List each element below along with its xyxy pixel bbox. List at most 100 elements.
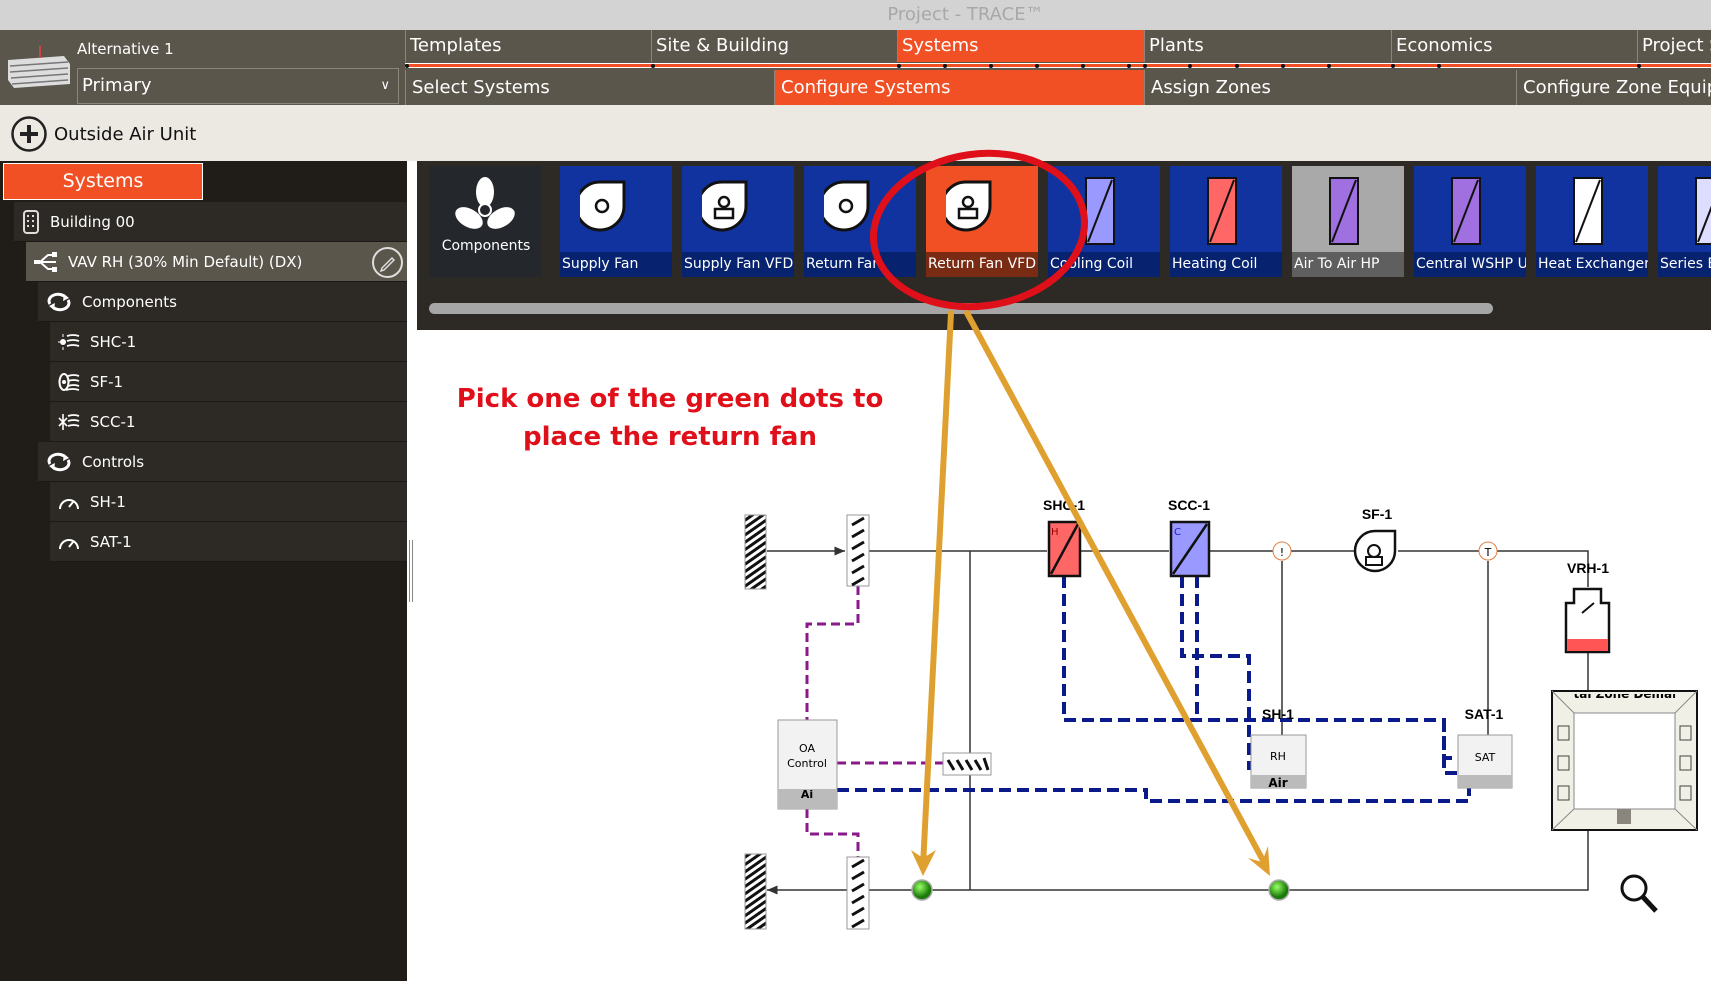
humidity-sensor[interactable] [1272, 541, 1292, 561]
tile-label: Central WSHP Unit [1414, 252, 1526, 277]
palette-tile-cooling-coil[interactable]: Cooling Coil [1048, 166, 1160, 277]
progress-step-dot [1188, 64, 1192, 68]
progress-step-dot [897, 64, 901, 68]
edit-system-button[interactable] [372, 247, 403, 278]
palette-tile-central-wshp-unit[interactable]: Central WSHP Unit [1414, 166, 1526, 277]
tree-item-sh-1[interactable]: SH-1 [50, 482, 407, 522]
sf-1-fan-icon[interactable] [1353, 529, 1397, 573]
sh-1-label: SH-1 [1262, 706, 1294, 722]
coil-c-mark: C [1174, 527, 1181, 538]
cooling-coil-icon [58, 413, 80, 430]
tab-project[interactable]: Project S [1637, 30, 1711, 62]
tree-item-controls[interactable]: Controls [38, 442, 407, 482]
cycle-icon [47, 292, 71, 311]
system-tree-icon [34, 251, 57, 272]
tree-item-building[interactable]: Building 00 [14, 202, 407, 242]
exhaust-damper[interactable] [846, 856, 870, 930]
splitter-handle[interactable] [409, 540, 413, 602]
tile-label: Return Fan [804, 252, 916, 277]
tree-item-label: VAV RH (30% Min Default) (DX) [68, 252, 303, 271]
coil-icon [1573, 177, 1603, 245]
tree-item-sf-1[interactable]: SF-1 [50, 362, 407, 402]
tile-label: Components [441, 238, 531, 254]
pencil-icon [379, 256, 396, 273]
sf-1-label: SF-1 [1362, 506, 1393, 522]
fan-vfd-icon [702, 180, 748, 232]
oa-control-label: Control [787, 757, 827, 770]
sh-1-controller[interactable]: RH Air [1250, 734, 1307, 790]
tab-templates[interactable]: Templates [405, 30, 651, 62]
tile-label: Supply Fan VFD [682, 252, 794, 277]
sat-label: SAT [1475, 751, 1496, 764]
instruction-line-1: Pick one of the green dots to [456, 384, 884, 414]
temperature-sensor[interactable] [1478, 541, 1498, 561]
tile-label: Air To Air HP [1292, 252, 1404, 277]
palette-scrollbar[interactable] [429, 303, 1493, 314]
placement-dot-2[interactable] [1268, 879, 1290, 901]
progress-step-dot [1391, 64, 1395, 68]
toolbar: Outside Air Unit [0, 105, 1711, 161]
tree-item-label: SH-1 [90, 492, 126, 511]
cycle-icon [47, 452, 71, 471]
palette-tile-heat-exchanger[interactable]: Heat Exchanger [1536, 166, 1648, 277]
tree-item-components[interactable]: Components [38, 282, 407, 322]
palette-tile-return-fan-vfd[interactable]: Return Fan VFD [926, 166, 1038, 277]
chevron-down-icon: ∨ [380, 78, 390, 93]
subtab-configure-zone-equipment[interactable]: Configure Zone Equipm [1516, 70, 1711, 105]
placement-dot-1[interactable] [911, 879, 933, 901]
tile-label: Series E [1658, 252, 1711, 277]
subtab-select-systems[interactable]: Select Systems [405, 70, 774, 105]
add-outside-air-unit-label: Outside Air Unit [54, 123, 197, 145]
progress-step-dot [1281, 64, 1285, 68]
fan-icon [58, 372, 80, 391]
progress-step-dot [1437, 64, 1441, 68]
sat-1-controller[interactable]: SAT [1457, 734, 1513, 789]
control-links [837, 576, 1471, 803]
building-icon [23, 209, 39, 234]
progress-step-dot [943, 64, 947, 68]
gauge-icon [59, 538, 79, 549]
progress-step-dot [651, 64, 655, 68]
tab-economics[interactable]: Economics [1391, 30, 1637, 62]
outside-air-louver [744, 514, 767, 590]
palette-tile-supply-fan-vfd[interactable]: Supply Fan VFD [682, 166, 794, 277]
oa-damper[interactable] [846, 514, 870, 587]
sidebar: Systems Building 00 VAV RH (30% Min Defa… [0, 161, 407, 981]
tab-site-building[interactable]: Site & Building [651, 30, 897, 62]
zoom-icon[interactable] [1620, 874, 1658, 913]
palette-tile-series-e[interactable]: Series E [1658, 166, 1711, 277]
tree-item-shc-1[interactable]: SHC-1 [50, 322, 407, 362]
vrh-1-terminal[interactable] [1564, 587, 1611, 654]
vrh-1-label: VRH-1 [1567, 560, 1609, 576]
tile-label: Cooling Coil [1048, 252, 1160, 277]
subtab-configure-systems[interactable]: Configure Systems [774, 70, 1144, 105]
systems-header-button[interactable]: Systems [3, 163, 203, 200]
progress-step-dot [1127, 64, 1131, 68]
instruction-line-2: place the return fan [523, 422, 817, 452]
palette-tile-heating-coil[interactable]: Heating Coil [1170, 166, 1282, 277]
oa-control-block[interactable]: OA Control Ai [777, 719, 838, 810]
tree-item-system[interactable]: VAV RH (30% Min Default) (DX) [26, 242, 407, 282]
tree-item-label: Components [82, 292, 177, 311]
palette-tile-air-to-air-hp[interactable]: Air To Air HP [1292, 166, 1404, 277]
tree-item-sat-1[interactable]: SAT-1 [50, 522, 407, 562]
heating-coil-icon [58, 333, 80, 350]
oa-control-type: Ai [801, 788, 813, 801]
add-outside-air-unit-button[interactable]: Outside Air Unit [10, 115, 196, 153]
system-diagram[interactable]: H SHC-1 C SCC-1 ! T SF-1 VRH-1 Total Zon… [417, 330, 1711, 981]
subtab-assign-zones[interactable]: Assign Zones [1144, 70, 1516, 105]
palette-tile-components[interactable]: Components [429, 166, 541, 277]
coil-icon [1329, 177, 1359, 245]
alternative-selector[interactable]: Primary ∨ [77, 68, 399, 104]
palette-tile-return-fan[interactable]: Return Fan [804, 166, 916, 277]
tree-item-scc-1[interactable]: SCC-1 [50, 402, 407, 442]
palette-tile-supply-fan[interactable]: Supply Fan [560, 166, 672, 277]
tab-systems[interactable]: Systems [897, 30, 1144, 62]
instruction-text: Pick one of the green dots to place the r… [417, 380, 923, 456]
progress-step-dot [405, 64, 409, 68]
zone-demand-room[interactable]: Total Zone Demand [1551, 687, 1698, 831]
tab-plants[interactable]: Plants [1144, 30, 1391, 62]
selector-value: Primary [82, 75, 152, 96]
tree-item-label: SCC-1 [90, 412, 136, 431]
